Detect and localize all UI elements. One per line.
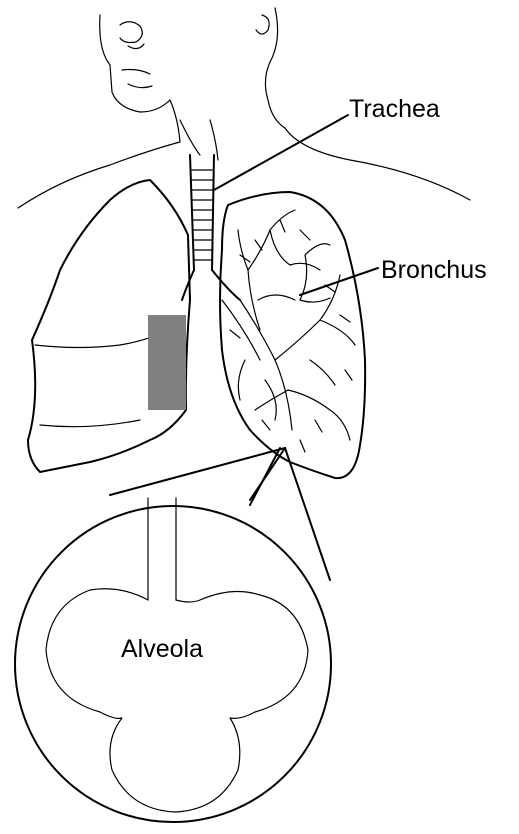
right-lung [28,180,190,472]
head-outline [100,8,285,128]
bronchus-pointer [300,268,378,295]
trachea-pointer [214,115,348,190]
shaded-lobe [148,315,186,410]
alveola-label: Alveola [121,635,203,663]
left-lung [220,192,365,478]
trachea-label: Trachea [349,95,440,123]
bronchus-label: Bronchus [381,256,487,284]
trachea [182,155,240,300]
bronchial-tree [230,210,355,452]
